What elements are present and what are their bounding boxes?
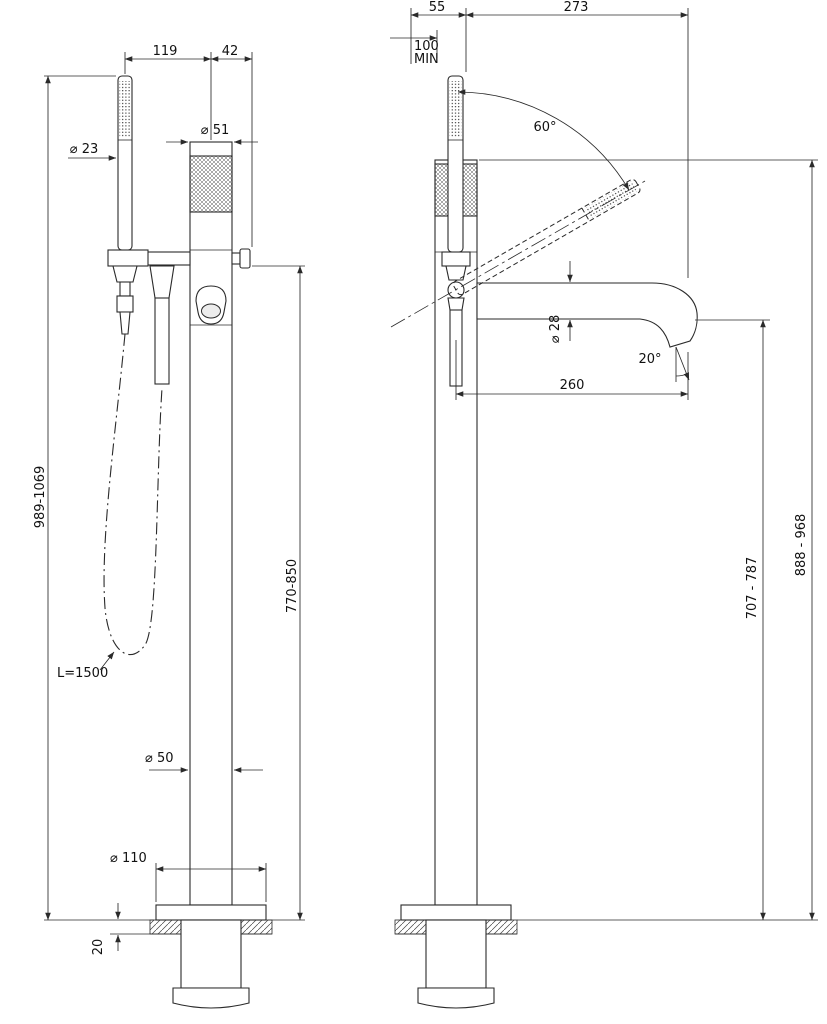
dim-42-label: 42 [222, 44, 239, 59]
dim-dia23-label: ⌀ 23 [70, 142, 99, 157]
dim-dia50-label: ⌀ 50 [145, 751, 174, 766]
dim-100-label: 100 [414, 39, 439, 54]
dim-min-label: MIN [414, 52, 439, 67]
knurled-ring [189, 155, 233, 213]
handshower-front [107, 75, 191, 335]
floor-section-hatch [240, 919, 273, 935]
spray-face [449, 81, 462, 137]
floor-base-side [394, 904, 518, 1009]
right-view: 55 273 100 MIN 60° ⌀ 28 20° 260 [390, 0, 818, 1009]
holder-arm [145, 251, 191, 266]
under-floor-flange [172, 987, 250, 1009]
dimensions-right: 55 273 100 MIN 60° ⌀ 28 20° 260 [390, 0, 818, 921]
floor-base-front [149, 904, 273, 1009]
under-floor-pipe [180, 919, 242, 989]
dim-770-850-label: 770-850 [285, 559, 300, 613]
holder-bracket [107, 249, 149, 267]
dim-989-1069-label: 989-1069 [33, 466, 48, 529]
left-view: 119 42 ⌀ 23 ⌀ 51 989-1069 770-850 L=1500 [33, 44, 305, 1009]
dim-dia28-label: ⌀ 28 [548, 315, 563, 344]
column-front [189, 141, 233, 906]
dim-119-label: 119 [153, 44, 178, 59]
swivel-centerline [390, 180, 646, 328]
floor-section-hatch [394, 919, 427, 935]
hose-outlet-front [149, 265, 175, 385]
spray-face [119, 81, 131, 137]
dim-55-label: 55 [429, 0, 446, 15]
dim-dia51-label: ⌀ 51 [201, 123, 230, 138]
control-handle [231, 248, 251, 269]
under-floor-flange [417, 987, 495, 1009]
spout-end-view [195, 285, 227, 325]
shower-hose [103, 333, 163, 656]
dim-dia110-label: ⌀ 110 [110, 851, 147, 866]
column-body [189, 141, 233, 906]
dim-20deg-label: 20° [638, 352, 661, 367]
under-floor-pipe [425, 919, 487, 989]
dim-888-968-label: 888 - 968 [794, 514, 809, 577]
dim-hose-length-label: L=1500 [57, 666, 108, 681]
base-flange [400, 904, 512, 921]
hose-nut [116, 295, 134, 313]
dim-260-label: 260 [560, 378, 585, 393]
dim-707-787-label: 707 - 787 [745, 557, 760, 620]
dimensions-left: 119 42 ⌀ 23 ⌀ 51 989-1069 770-850 L=1500 [33, 44, 305, 955]
dim-60deg-label: 60° [533, 120, 556, 135]
floor-section-hatch [149, 919, 182, 935]
holder-bracket [441, 251, 471, 267]
spout-mouth [201, 303, 221, 319]
handshower-rotated-phantom [452, 179, 641, 296]
spout-side [476, 282, 698, 348]
base-flange [155, 904, 267, 921]
floor-section-hatch [485, 919, 518, 935]
dim-20-label: 20 [91, 939, 106, 956]
dim-273-label: 273 [564, 0, 589, 15]
